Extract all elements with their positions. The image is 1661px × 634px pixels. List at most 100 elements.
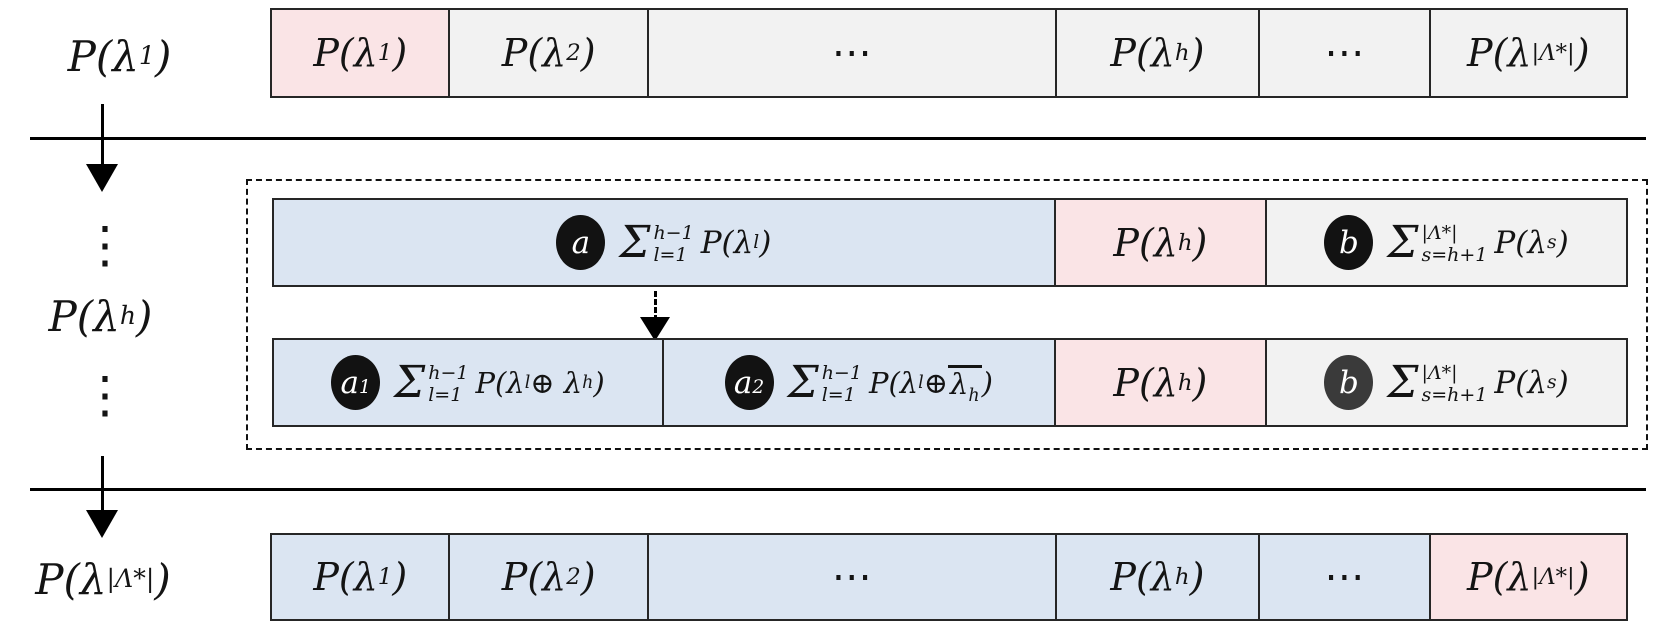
process-dashed-box <box>246 179 1648 450</box>
cell-text: P(λ <box>1110 555 1175 599</box>
cell-text: ) <box>580 31 596 75</box>
badge-letter: a <box>733 364 753 401</box>
down-arrow-top-head <box>86 164 118 192</box>
ellipsis-cell: ⋯ <box>648 10 1057 96</box>
cell-p-lambda-last: P(λ|Λ*|) <box>1430 10 1627 96</box>
ellipsis-text: ⋯ <box>1324 30 1365 76</box>
down-arrow-bottom-head <box>86 510 118 538</box>
formula-text: ) <box>593 365 605 400</box>
formula-text: P(λ <box>868 365 919 400</box>
label-text: ) <box>154 554 171 604</box>
formula-text: ) <box>1556 224 1569 261</box>
sum-upper-limit: |Λ*| <box>1421 222 1458 245</box>
sum-lower-limit: l=1 <box>653 243 688 266</box>
badge-b: b <box>1324 215 1374 270</box>
label-text: ) <box>154 31 172 81</box>
formula-text: P(λ <box>700 224 754 261</box>
cell-text: ) <box>1189 555 1205 599</box>
cell-text: P(λ <box>501 31 567 75</box>
cell-text: P(λ <box>1467 555 1532 599</box>
cell-text: P(λ <box>1110 31 1175 75</box>
label-text: P(λ <box>67 31 139 81</box>
vertical-ellipsis-lower: ⋮ <box>80 366 130 424</box>
sum-upper-limit: h−1 <box>821 362 862 385</box>
left-label-p-lambda-last: P(λ|Λ*|) <box>35 554 171 604</box>
cell-text: P(λ <box>1467 31 1532 75</box>
label-text: P(λ <box>35 554 107 604</box>
cell-text: ) <box>392 31 408 75</box>
cell-text: P(λ <box>313 31 378 75</box>
badge-letter: b <box>1338 364 1359 401</box>
ellipsis-cell: ⋯ <box>1260 535 1431 619</box>
xor-operator: ⊕ <box>923 365 949 400</box>
ellipsis-text: ⋯ <box>831 30 872 76</box>
sigma-symbol: Σ <box>394 356 426 408</box>
sigma-symbol: Σ <box>619 216 651 268</box>
badge-letter: a <box>340 364 359 401</box>
sigma-symbol: Σ <box>787 356 819 408</box>
formula-text: P(λ <box>1494 224 1548 261</box>
dashed-split-arrow-line <box>654 291 657 321</box>
ellipsis-text: ⋯ <box>1324 554 1365 600</box>
label-text: P(λ <box>48 291 120 341</box>
separator-line-top <box>30 137 1646 140</box>
down-arrow-top-line <box>101 104 104 168</box>
cell-p-lambda-last: P(λ|Λ*|) <box>1430 535 1627 619</box>
formula-text: ) <box>981 365 993 400</box>
sum-limits: |Λ*|s=h+1 <box>1421 222 1488 266</box>
formula-text: λ <box>950 367 969 402</box>
sum-limits: |Λ*|s=h+1 <box>1421 362 1487 406</box>
ellipsis-cell: ⋯ <box>1260 10 1431 96</box>
sigma-symbol: Σ <box>1387 216 1419 268</box>
overline-lambda-h: λh <box>948 365 982 405</box>
cell-text: ) <box>1192 220 1208 265</box>
cell-text: ) <box>1189 31 1205 75</box>
badge-b: b <box>1324 355 1374 410</box>
sum-upper-limit: |Λ*| <box>1421 362 1458 385</box>
cell-text: ) <box>1574 31 1590 75</box>
ellipsis-text: ⋯ <box>831 554 872 600</box>
badge-letter: a <box>571 224 591 261</box>
cell-text: P(λ <box>1113 220 1178 265</box>
cell-text: P(λ <box>501 555 567 599</box>
sum-lower-limit: s=h+1 <box>1421 243 1488 266</box>
badge-letter: b <box>1338 224 1359 261</box>
sum-lower-limit: l=1 <box>428 383 463 406</box>
cell-text: P(λ <box>1113 360 1178 405</box>
formula-text: ) <box>759 224 772 261</box>
vertical-ellipsis-upper: ⋮ <box>80 216 130 274</box>
separator-line-bottom <box>30 488 1646 491</box>
xor-operator: ⊕ λ <box>530 365 583 400</box>
cell-text: P(λ <box>313 555 378 599</box>
formula-text: P(λ <box>1494 364 1548 401</box>
label-text: ) <box>136 291 153 341</box>
cell-text: ) <box>392 555 408 599</box>
ellipsis-cell: ⋯ <box>648 535 1057 619</box>
cell-text: ) <box>1574 555 1590 599</box>
dashed-split-arrow-head <box>640 317 670 341</box>
sigma-symbol: Σ <box>1387 356 1419 408</box>
